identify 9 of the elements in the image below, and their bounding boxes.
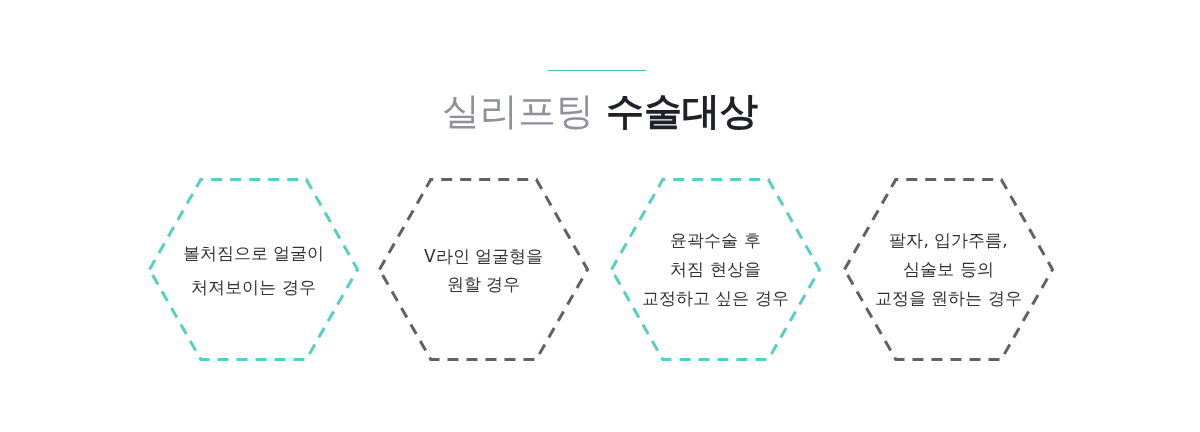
hexagon-node bbox=[378, 178, 589, 361]
hexagon-node bbox=[843, 178, 1054, 361]
node-text: 볼처짐으로 얼굴이 처져보이는 경우 bbox=[182, 241, 325, 299]
hexagon-node bbox=[610, 178, 821, 361]
node-text: V라인 얼굴형을 원할 경우 bbox=[423, 244, 543, 296]
node-text: 팔자, 입가주름, 심술보 등의 교정을 원하는 경우 bbox=[875, 229, 1022, 310]
title: 실리프팅 수술대상 bbox=[441, 88, 759, 135]
hexagon-node bbox=[148, 178, 359, 361]
node-text: 윤곽수술 후 처짐 현상을 교정하고 싶은 경우 bbox=[642, 229, 789, 310]
